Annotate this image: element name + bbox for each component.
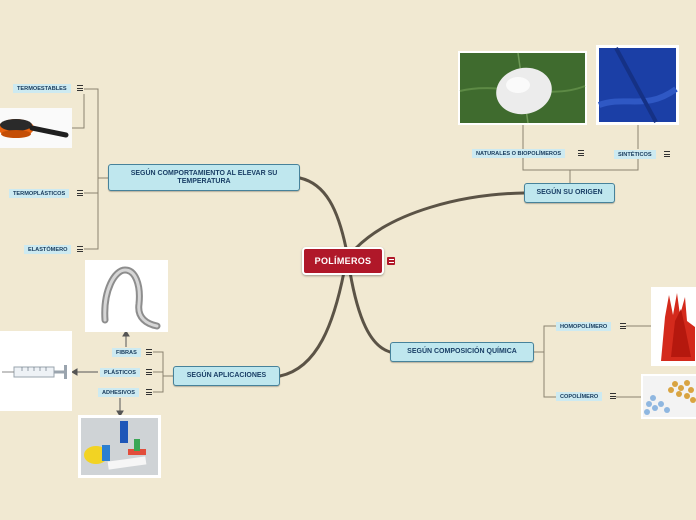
branch-temperatura-connector [298,176,348,250]
sub-plasticos-note-icon[interactable] [146,369,152,375]
blue-fabric-image [596,45,679,125]
branch-composicion-label: SEGÚN COMPOSICIÓN QUÍMICA [407,348,517,355]
sub-naturales-label: NATURALES O BIOPOLÍMEROS [476,150,562,157]
sub-homopolimero-label: HOMOPOLÍMERO [560,323,608,330]
branch-aplicaciones-connector [278,270,346,378]
branch-origen[interactable]: SEGÚN SU ORIGEN [524,183,615,203]
sub-elastomero[interactable]: ELASTÓMERO [24,245,72,254]
sub-adhesivos[interactable]: ADHESIVOS [98,388,139,397]
branch-origen-label: SEGÚN SU ORIGEN [536,189,603,196]
sub-copolimero-label: COPOLÍMERO [560,393,599,400]
sub-termoplasticos-label: TERMOPLÁSTICOS [13,190,66,197]
sub-sinteticos-note-icon[interactable] [664,151,670,157]
branch-origen-connector [354,191,526,250]
sub-termoestables-note-icon[interactable] [77,85,83,91]
sub-fibras[interactable]: FIBRAS [112,348,141,357]
central-note-icon[interactable] [387,257,395,265]
sub-termoestables[interactable]: TERMOESTABLES [13,84,71,93]
branch-temperatura-label: SEGÚN COMPORTAMIENTO AL ELEVAR SU TEMPER… [130,169,278,185]
central-topic-label: POLÍMEROS [314,256,372,266]
branch-temperatura[interactable]: SEGÚN COMPORTAMIENTO AL ELEVAR SU TEMPER… [108,164,300,191]
sub-naturales-note-icon[interactable] [578,150,584,156]
sub-homopolimero[interactable]: HOMOPOLÍMERO [556,322,612,331]
fiber-hanger-image [85,260,168,332]
sub-naturales[interactable]: NATURALES O BIOPOLÍMEROS [472,149,566,158]
sub-copolimero[interactable]: COPOLÍMERO [556,392,603,401]
sub-elastomero-note-icon[interactable] [77,246,83,252]
silkworm-cocoon-image [458,51,587,125]
sub-adhesivos-note-icon[interactable] [146,389,152,395]
branch-aplicaciones[interactable]: SEGÚN APLICACIONES [173,366,280,386]
sub-fibras-note-icon[interactable] [146,349,152,355]
branch-composicion-connector [348,270,392,354]
sub-plasticos[interactable]: PLÁSTICOS [100,368,141,377]
central-topic[interactable]: POLÍMEROS [302,247,384,275]
red-gloves-image [651,287,696,366]
adhesive-products-image [78,415,161,478]
frying-pan-image [0,108,72,148]
sub-plasticos-label: PLÁSTICOS [104,369,137,376]
sub-sinteticos[interactable]: SINTÉTICOS [614,150,656,159]
sub-adhesivos-label: ADHESIVOS [102,389,135,396]
branch-composicion[interactable]: SEGÚN COMPOSICIÓN QUÍMICA [390,342,534,362]
sub-homopolimero-note-icon[interactable] [620,323,626,329]
sub-termoestables-label: TERMOESTABLES [17,85,67,92]
sub-fibras-label: FIBRAS [116,349,137,356]
sub-copolimero-note-icon[interactable] [610,393,616,399]
branch-aplicaciones-label: SEGÚN APLICACIONES [186,372,267,379]
syringe-image [0,331,72,411]
plastic-pellets-image [641,374,696,419]
sub-termoplasticos[interactable]: TERMOPLÁSTICOS [9,189,70,198]
sub-termoplasticos-note-icon[interactable] [77,190,83,196]
sub-sinteticos-label: SINTÉTICOS [618,151,652,158]
sub-elastomero-label: ELASTÓMERO [28,246,68,253]
